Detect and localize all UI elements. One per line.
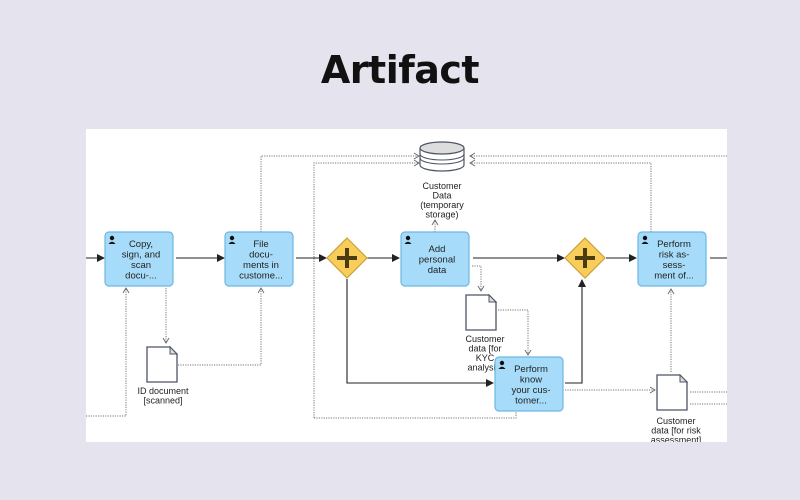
label-line: Customer <box>656 416 695 426</box>
association-left-to-copy <box>86 287 130 417</box>
user-icon <box>404 235 412 244</box>
sequence-flows <box>86 254 727 387</box>
document-icon <box>146 345 179 383</box>
label-line: Perform <box>514 364 548 375</box>
label-line: analysis] <box>467 363 502 373</box>
label-line: scan <box>131 260 151 271</box>
label-line: docu-... <box>125 270 157 281</box>
user-icon <box>228 235 236 244</box>
label-line: File <box>253 239 268 250</box>
document-icon <box>465 293 498 331</box>
association-iddoc-to-file <box>178 287 265 366</box>
label-line: sign, and <box>122 249 161 260</box>
document-icon <box>656 373 689 411</box>
data-object-label: ID document[scanned] <box>137 386 189 406</box>
label-line: know <box>520 374 542 385</box>
label-line: data [for <box>468 344 501 354</box>
label-line: ments in <box>243 260 279 271</box>
label-line: docu- <box>249 249 273 260</box>
label-line: Customer <box>422 181 461 191</box>
label-line: (temporary <box>420 200 464 210</box>
label-line: ment of... <box>654 270 694 281</box>
label-line: KYC <box>476 353 495 363</box>
plus-icon <box>575 248 595 268</box>
user-icon <box>498 360 506 369</box>
label-line: storage) <box>425 210 458 220</box>
user-icon <box>641 235 649 244</box>
association-loop-to-datastore <box>313 159 420 418</box>
associations <box>86 152 727 419</box>
association-risk-to-datastore <box>469 159 652 232</box>
label-line: Add <box>429 244 446 255</box>
label-line: Perform <box>657 239 691 250</box>
plus-icon <box>337 248 357 268</box>
label-line: personal <box>419 255 455 266</box>
label-line: data <box>428 265 447 276</box>
label-line: assessment] <box>651 435 702 442</box>
label-line: risk as- <box>659 249 690 260</box>
parallel-gateway-gw2[interactable] <box>564 237 606 279</box>
label-line: Data <box>432 191 451 201</box>
label-line: [scanned] <box>143 396 182 406</box>
user-icon <box>108 235 116 244</box>
flow-gw1-to-kyc <box>346 279 494 387</box>
association-file-to-datastore <box>260 152 420 232</box>
label-line: custome... <box>239 270 283 281</box>
label-line: ID document <box>137 386 189 396</box>
data-object-id-doc[interactable]: ID document[scanned] <box>137 345 189 406</box>
label-line: your cus- <box>511 385 550 396</box>
label-line: Copy, <box>129 239 153 250</box>
label-line: data [for risk <box>651 426 701 436</box>
association-add-to-kycdata <box>472 265 485 292</box>
flow-kyc-to-gw2 <box>565 279 586 384</box>
association-loop-bottom <box>314 412 517 419</box>
page-title: Artifact <box>320 48 480 92</box>
label-line: tomer... <box>515 395 547 406</box>
label-line: sess- <box>663 260 686 271</box>
parallel-gateway-gw1[interactable] <box>326 237 368 279</box>
association-kycdata-to-kyc <box>498 309 532 356</box>
label-line: Customer <box>465 334 504 344</box>
